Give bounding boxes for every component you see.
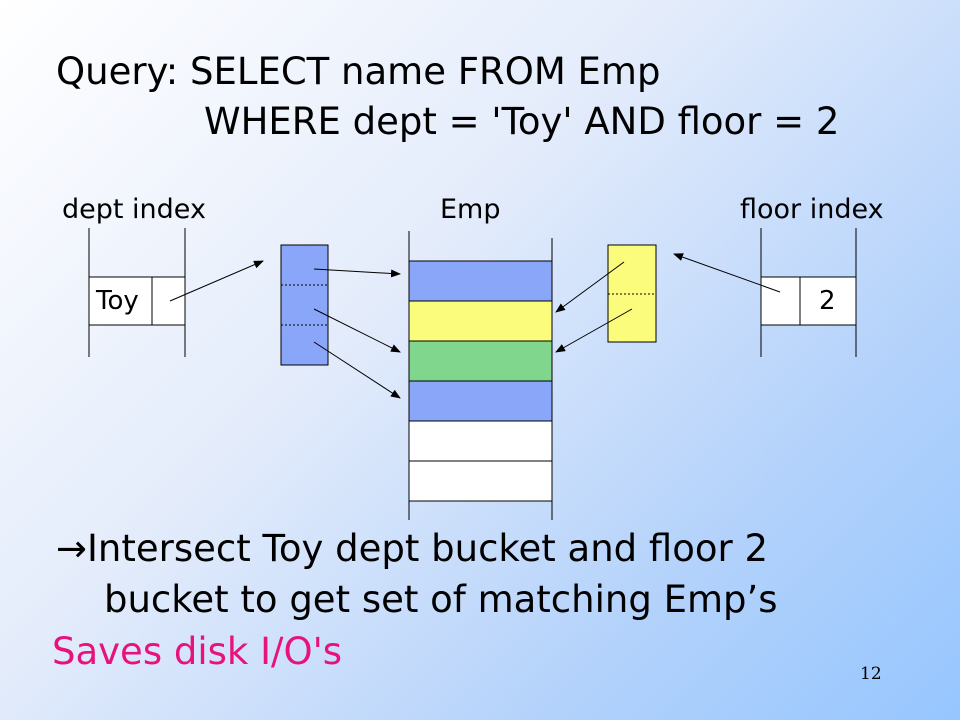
emp-record-toy-2 <box>408 380 553 422</box>
floor-index-label: floor index <box>740 194 884 225</box>
emp-label: Emp <box>440 194 501 225</box>
saves-io-text: Saves disk I/O's <box>52 630 343 673</box>
emp-file <box>408 231 553 520</box>
arrow-dept-bucket-to-record-4 <box>313 341 401 399</box>
floor-index-structure <box>760 228 857 357</box>
query-line-1: Query: SELECT name FROM Emp <box>56 50 661 93</box>
dept-key-toy: Toy <box>96 286 139 316</box>
arrow-toy-to-dept-bucket <box>169 260 264 302</box>
page-number: 12 <box>860 664 882 684</box>
dept-index-entry <box>88 276 186 326</box>
emp-record-other-1 <box>408 420 553 462</box>
arrow-floor-bucket-to-record-2 <box>555 261 625 313</box>
bullet-line-1: →Intersect Toy dept bucket and floor 2 <box>56 527 768 570</box>
emp-record-other-2 <box>408 460 553 502</box>
bullet-line-2: bucket to get set of matching Emp’s <box>104 578 778 621</box>
emp-record-toy-1 <box>408 260 553 302</box>
emp-record-floor2-1 <box>408 300 553 342</box>
floor-key-2: 2 <box>819 286 836 316</box>
arrow-dept-bucket-to-record-1 <box>313 268 401 278</box>
dept-bucket <box>280 244 329 366</box>
dept-index-label: dept index <box>62 194 206 225</box>
dept-index-structure <box>88 228 186 357</box>
arrow-dept-bucket-to-record-3 <box>313 308 401 353</box>
arrow-floor-key-to-floor-bucket <box>673 253 781 293</box>
bullet-text-1: Intersect Toy dept bucket and floor 2 <box>87 527 769 570</box>
floor-bucket <box>607 244 657 343</box>
floor-index-entry <box>760 276 857 326</box>
query-line-2: WHERE dept = 'Toy' AND floor = 2 <box>204 100 840 143</box>
pointer-arrows <box>169 253 781 399</box>
arrow-bullet-icon: → <box>56 527 88 570</box>
emp-record-toy-floor2 <box>408 340 553 382</box>
arrow-floor-bucket-to-record-3 <box>555 308 633 353</box>
